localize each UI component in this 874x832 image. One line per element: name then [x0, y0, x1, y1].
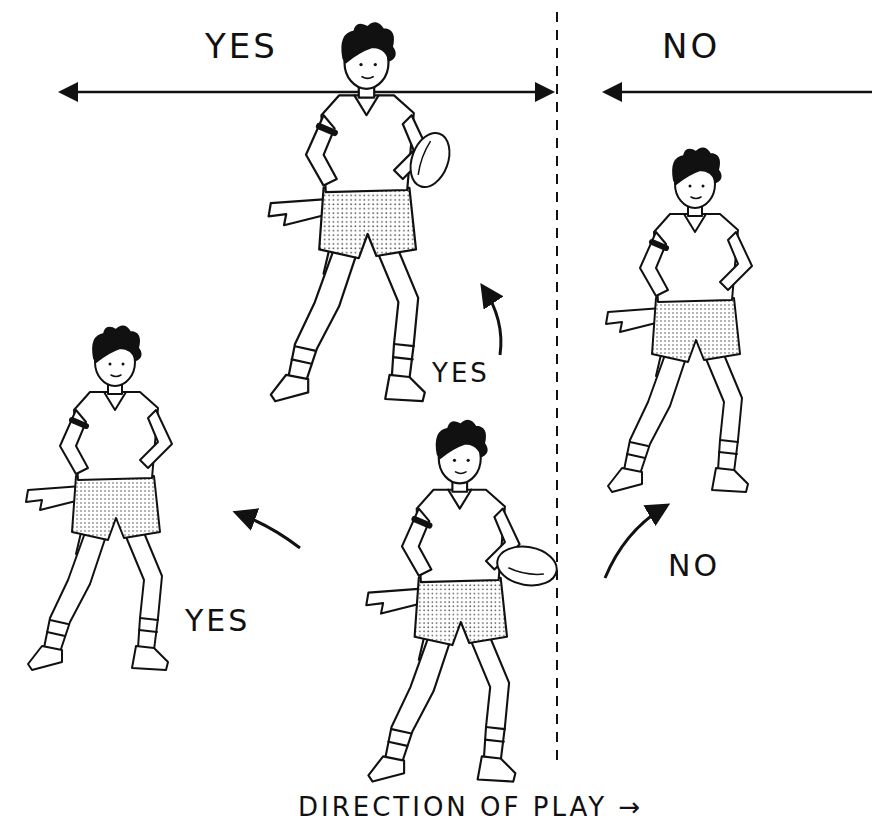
label-holder: YES [185, 603, 250, 638]
no-range-arrow [606, 91, 872, 94]
gain-line [556, 12, 558, 762]
label-holder: YES [432, 358, 490, 388]
pass-arrow [483, 287, 501, 355]
answer-label: NO [662, 26, 720, 66]
pass-arrow [605, 506, 666, 578]
answer-label: YES [432, 358, 490, 388]
answer-label: NO [668, 548, 720, 583]
answer-label: YES [185, 603, 250, 638]
player-figure [269, 23, 457, 401]
yes-range-arrow [62, 91, 551, 94]
player-figure [26, 326, 172, 670]
label-holder: NO [662, 26, 720, 66]
rugby-ball [404, 128, 457, 193]
ball-carrier-figure [366, 421, 560, 782]
player-figure [606, 148, 752, 492]
pass-arrow [237, 513, 300, 548]
answer-label: YES [205, 26, 278, 66]
label-holder: DIRECTION OF PLAY → [298, 792, 643, 822]
label-holder: NO [668, 548, 720, 583]
direction-caption: DIRECTION OF PLAY → [298, 792, 643, 822]
label-holder: YES [205, 26, 278, 66]
rugby-ball [494, 542, 560, 590]
